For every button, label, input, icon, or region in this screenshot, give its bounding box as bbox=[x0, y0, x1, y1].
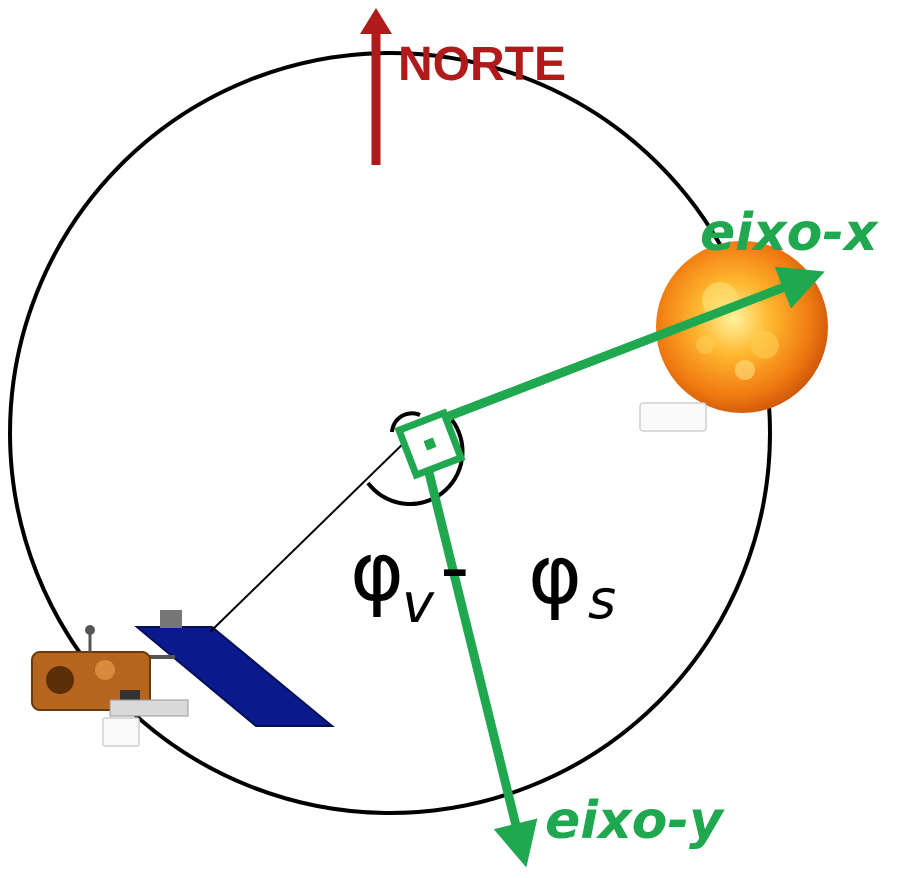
north-label: NORTE bbox=[398, 38, 566, 91]
x-axis-arrow bbox=[416, 266, 825, 433]
satellite-icon bbox=[31, 610, 335, 727]
orbit-circle bbox=[8, 51, 772, 815]
sun-caption-box bbox=[639, 402, 707, 432]
satellite-line bbox=[209, 434, 413, 633]
north-arrow bbox=[360, 8, 392, 165]
phi-v-symbol: φ bbox=[350, 525, 404, 620]
y-axis-arrow bbox=[413, 426, 538, 868]
phi-s-subscript: s bbox=[588, 568, 616, 631]
x-axis-label: eixo-x bbox=[700, 203, 879, 263]
phi-s-symbol: φ bbox=[528, 528, 582, 623]
angle-arc bbox=[366, 411, 465, 506]
phi-v-subscript: v bbox=[402, 572, 435, 635]
y-axis-label: eixo-y bbox=[545, 791, 725, 851]
satellite-caption-box bbox=[102, 717, 140, 747]
minus-sign: - bbox=[440, 520, 470, 615]
right-angle-marker bbox=[394, 408, 466, 480]
